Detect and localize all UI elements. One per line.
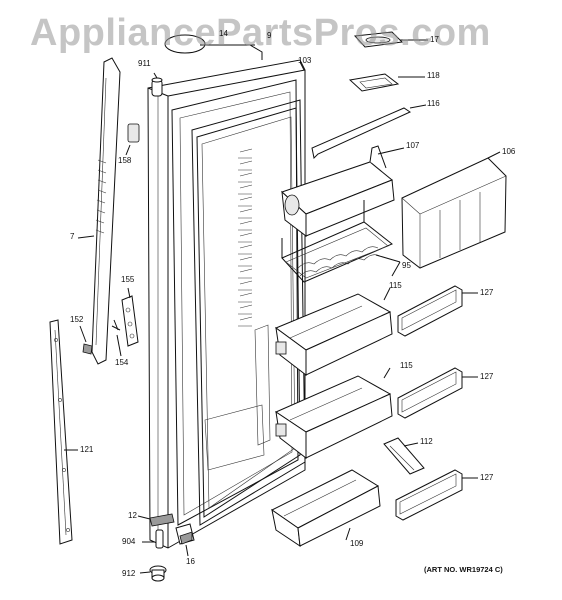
callout-911: 911 <box>138 59 151 68</box>
fresh-food-door-assembly <box>147 34 306 549</box>
part-118 <box>348 73 425 92</box>
part-121-strip <box>49 319 78 545</box>
leader-103 <box>299 61 305 71</box>
callout-127-lower: 127 <box>480 473 494 482</box>
part-95-wire-rack <box>281 200 401 283</box>
callout-16: 16 <box>186 557 195 566</box>
part-12 <box>137 513 175 527</box>
part-127-middle <box>397 367 478 419</box>
part-115-bin-lower <box>274 367 393 460</box>
callout-112: 112 <box>420 437 433 446</box>
callout-121: 121 <box>80 445 94 454</box>
callout-152: 152 <box>70 315 84 324</box>
part-116 <box>311 104 427 160</box>
part-16 <box>175 523 195 557</box>
part-911 <box>151 72 163 97</box>
part-107-bin <box>281 145 405 238</box>
callout-14: 14 <box>219 29 228 38</box>
part-109-bin <box>271 469 381 548</box>
callout-106: 106 <box>502 147 516 156</box>
part-127-lower <box>395 469 478 521</box>
callout-127-middle: 127 <box>480 372 494 381</box>
callout-109: 109 <box>350 539 364 548</box>
callout-12: 12 <box>128 511 137 520</box>
part-155-hinge <box>111 287 139 357</box>
part-912 <box>139 565 167 582</box>
callout-912: 912 <box>122 569 136 578</box>
callout-17: 17 <box>430 35 439 44</box>
callout-103: 103 <box>298 56 312 65</box>
callout-158: 158 <box>118 156 132 165</box>
callout-115-lower: 115 <box>400 361 413 370</box>
part-7-handle-trim <box>77 57 121 365</box>
part-115-bin-upper <box>274 287 393 377</box>
part-152-screw <box>79 325 93 355</box>
callout-107: 107 <box>406 141 420 150</box>
callout-155: 155 <box>121 275 135 284</box>
leader-115a <box>391 261 401 277</box>
callout-7: 7 <box>70 232 75 241</box>
callout-9: 9 <box>267 31 272 40</box>
part-127-upper <box>397 285 478 337</box>
callout-116: 116 <box>427 99 440 108</box>
art-number: (ART NO. WR19724 C) <box>424 565 503 574</box>
part-106-cover <box>401 151 507 269</box>
part-158 <box>125 123 140 156</box>
callout-154: 154 <box>115 358 129 367</box>
part-17 <box>353 31 428 48</box>
part-904 <box>142 529 164 549</box>
callout-95: 95 <box>402 261 411 270</box>
callout-904: 904 <box>122 537 136 546</box>
callout-115-upper: 115 <box>389 281 402 290</box>
callout-127-upper: 127 <box>480 288 494 297</box>
part-112 <box>383 437 425 475</box>
callout-118: 118 <box>427 71 440 80</box>
